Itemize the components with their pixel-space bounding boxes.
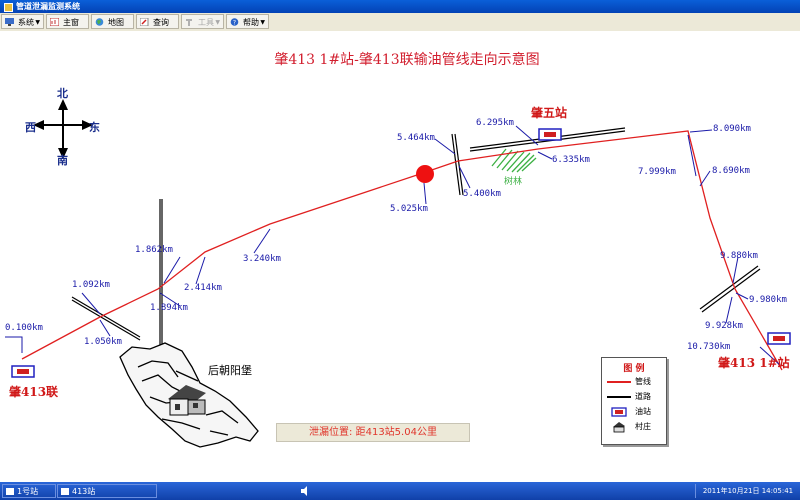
compass-south-label: 南 bbox=[57, 154, 68, 167]
roads bbox=[71, 127, 761, 354]
window-title: 管道泄漏监测系统 bbox=[16, 2, 80, 11]
road bbox=[71, 296, 141, 338]
leader-lines bbox=[5, 125, 781, 366]
station-label-right: 肇413 1#站 bbox=[718, 356, 790, 370]
distance-label: 2.414km bbox=[184, 283, 222, 293]
distance-label: 1.862km bbox=[135, 245, 173, 255]
forest-label: 树林 bbox=[504, 177, 523, 187]
help-icon: ? bbox=[230, 18, 239, 26]
legend-title: 图 例 bbox=[623, 364, 645, 374]
chevron-down-icon: ▼ bbox=[215, 19, 220, 26]
distance-label: 1.092km bbox=[72, 280, 110, 290]
toolbar: 系统 ▼ 主窗 地图 查询 工具 ▼ ? 帮助 ▼ bbox=[0, 13, 800, 32]
compass-icon bbox=[33, 99, 93, 159]
road bbox=[71, 299, 141, 341]
main-window-icon bbox=[50, 18, 59, 26]
leak-point-marker bbox=[416, 165, 434, 183]
taskbar-item-station-1[interactable]: 1号站 bbox=[2, 484, 56, 498]
map-canvas: 肇413 1#站-肇413联输油管线走向示意图 北 南 西 东 0.100km … bbox=[0, 31, 800, 482]
query-button[interactable]: 查询 bbox=[136, 14, 179, 29]
distance-label: 1.050km bbox=[84, 337, 122, 347]
app-icon bbox=[4, 3, 13, 12]
speaker-icon[interactable] bbox=[298, 484, 312, 498]
legend: 图 例 管线 道路 油站 村庄 bbox=[601, 357, 667, 445]
road bbox=[454, 133, 464, 196]
distance-label: 5.025km bbox=[390, 204, 428, 214]
window-icon bbox=[61, 488, 69, 495]
leak-position-readout: 泄漏位置: 距413站5.04公里 bbox=[276, 423, 470, 442]
pipeline-swatch bbox=[607, 381, 631, 383]
oil-station-icon bbox=[611, 407, 627, 417]
distance-label: 3.240km bbox=[243, 254, 281, 264]
title-bar: 管道泄漏监测系统 bbox=[0, 0, 800, 13]
svg-text:?: ? bbox=[233, 20, 236, 27]
pipeline bbox=[21, 130, 783, 371]
distance-label: 5.464km bbox=[397, 133, 435, 143]
tools-menu-button[interactable]: 工具 ▼ bbox=[181, 14, 224, 29]
compass-east-label: 东 bbox=[89, 121, 100, 134]
house-icon bbox=[613, 422, 625, 433]
road bbox=[469, 130, 626, 152]
oil-station-icon bbox=[767, 332, 791, 345]
taskbar-item-413-station[interactable]: 413站 bbox=[57, 484, 157, 498]
distance-label: 7.999km bbox=[638, 167, 676, 177]
main-window-button[interactable]: 主窗 bbox=[46, 14, 89, 29]
system-menu-button[interactable]: 系统 ▼ bbox=[1, 14, 44, 29]
village-label: 后朝阳堡 bbox=[208, 364, 252, 377]
map-button[interactable]: 地图 bbox=[91, 14, 134, 29]
distance-label: 8.690km bbox=[712, 166, 750, 176]
distance-label: 8.090km bbox=[713, 124, 751, 134]
road bbox=[699, 265, 759, 310]
system-icon bbox=[5, 18, 14, 26]
chevron-down-icon: ▼ bbox=[35, 19, 40, 26]
road bbox=[451, 133, 461, 196]
compass-north-label: 北 bbox=[57, 87, 68, 100]
distance-label: 6.295km bbox=[476, 118, 514, 128]
system-clock: 2011年10月21日 14:05:41 bbox=[695, 484, 800, 498]
legend-item-station: 油站 bbox=[602, 405, 666, 419]
station-label-middle: 肇五站 bbox=[531, 106, 568, 120]
distance-label: 0.100km bbox=[5, 323, 43, 333]
help-menu-button[interactable]: ? 帮助 ▼ bbox=[226, 14, 269, 29]
distance-label: 6.335km bbox=[552, 155, 590, 165]
distance-label: 9.928km bbox=[705, 321, 743, 331]
distance-label: 5.400km bbox=[463, 189, 501, 199]
road bbox=[701, 268, 761, 313]
legend-item-village: 村庄 bbox=[602, 420, 666, 434]
compass-west-label: 西 bbox=[25, 121, 36, 134]
taskbar: 1号站 413站 2011年10月21日 14:05:41 bbox=[0, 482, 800, 500]
road-swatch bbox=[607, 396, 631, 398]
legend-item-road: 道路 bbox=[602, 390, 666, 404]
distance-label: 9.980km bbox=[749, 295, 787, 305]
query-icon bbox=[140, 18, 149, 26]
distance-label: 1.894km bbox=[150, 303, 188, 313]
distance-label: 9.880km bbox=[720, 251, 758, 261]
legend-item-pipeline: 管线 bbox=[602, 375, 666, 389]
chevron-down-icon: ▼ bbox=[260, 19, 265, 26]
window-icon bbox=[6, 488, 14, 495]
station-label-left: 肇413联 bbox=[9, 385, 59, 399]
hammer-icon bbox=[186, 19, 192, 26]
house-icon bbox=[168, 385, 206, 416]
map-title: 肇413 1#站-肇413联输油管线走向示意图 bbox=[274, 52, 540, 68]
oil-station-icon bbox=[11, 365, 35, 378]
oil-station-icon bbox=[538, 128, 562, 141]
globe-icon bbox=[95, 18, 104, 26]
pipeline-map bbox=[5, 99, 791, 448]
distance-label: 10.730km bbox=[687, 342, 731, 352]
